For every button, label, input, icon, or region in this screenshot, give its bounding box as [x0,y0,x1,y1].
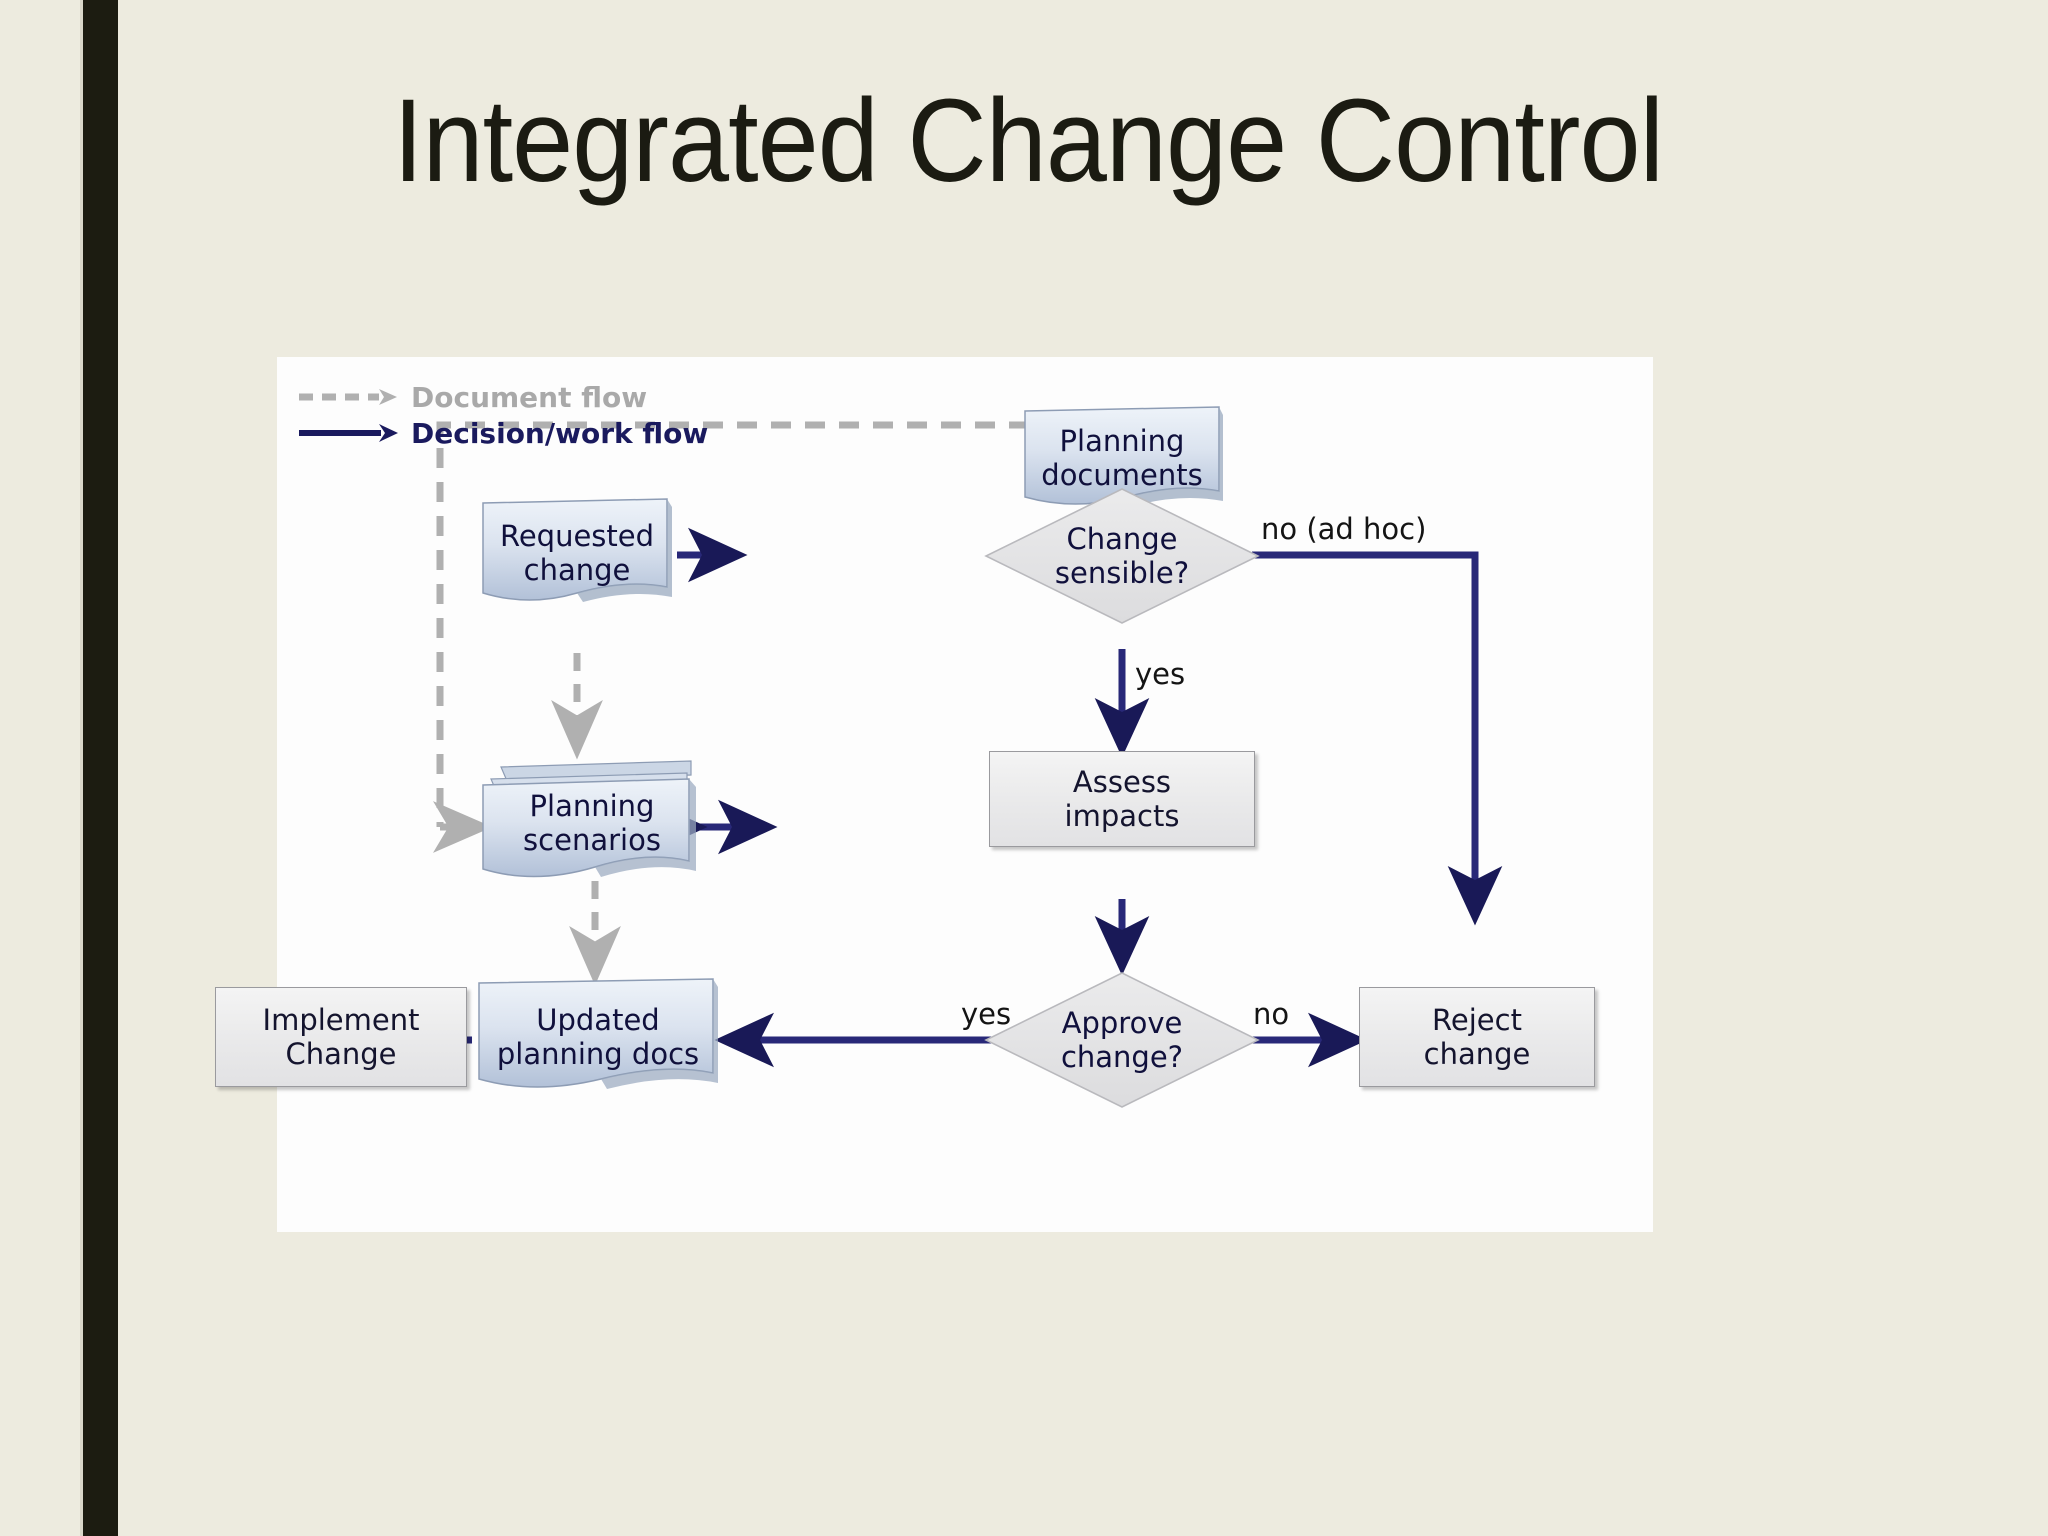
node-label: Planning scenarios [523,788,661,857]
diagram-canvas: Document flow Decision/work flow Plan [215,357,1653,1232]
edge-label-yes-approve: yes [961,997,1012,1031]
legend-item-document-flow: Document flow [297,379,708,415]
node-label: Change sensible? [1054,521,1190,590]
edge-label-yes-sensible: yes [1135,657,1186,691]
legend-item-decision-work-flow: Decision/work flow [297,415,708,451]
document-shape [478,978,718,1089]
accent-thin-line [80,0,83,1536]
legend-label-decision-work-flow: Decision/work flow [411,416,709,450]
node-planning-documents[interactable]: Planning documents [1017,405,1227,511]
node-label: Approve change? [1060,1005,1184,1074]
node-label: Reject change [1423,1002,1531,1071]
node-reject-change[interactable]: Reject change [1359,987,1595,1087]
node-label: Requested change [499,518,655,587]
node-label: Assess impacts [1064,764,1180,833]
node-label: Implement Change [262,1002,420,1071]
decision-shape [984,972,1260,1108]
node-implement-change[interactable]: Implement Change [215,987,467,1087]
node-requested-change[interactable]: Requested change [477,497,677,609]
dashed-arrow-icon [299,389,397,405]
node-planning-scenarios[interactable]: Planning scenarios [477,753,707,893]
legend-label-document-flow: Document flow [411,380,648,414]
accent-bar [83,0,118,1536]
legend: Document flow Decision/work flow [297,379,708,451]
node-change-sensible[interactable]: Change sensible? [982,485,1262,627]
node-approve-change[interactable]: Approve change? [982,969,1262,1111]
node-label: Planning documents [1041,423,1203,492]
page-title: Integrated Change Control [392,75,1664,207]
node-assess-impacts[interactable]: Assess impacts [989,751,1255,847]
node-label: Updated planning docs [496,1002,700,1071]
solid-arrow-icon [299,424,398,442]
node-updated-planning-docs[interactable]: Updated planning docs [473,977,723,1097]
edge-label-no-ad-hoc: no (ad hoc) [1261,512,1427,546]
diagram-panel: Document flow Decision/work flow Plan [215,357,1653,1232]
edge-label-no-approve: no [1253,997,1290,1031]
